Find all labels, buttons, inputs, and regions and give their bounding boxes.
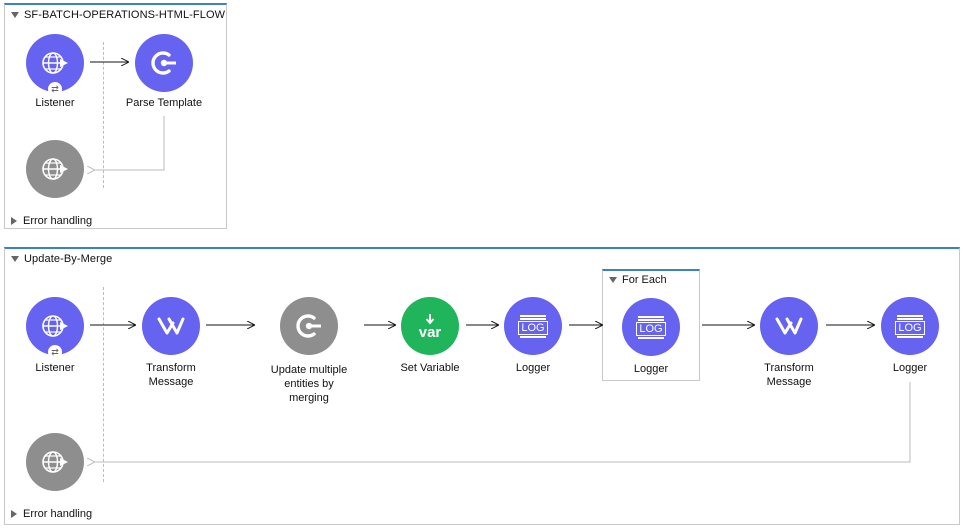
listener-label: Listener: [35, 362, 75, 374]
expand-triangle-icon[interactable]: [11, 217, 17, 225]
transform-message-node[interactable]: [142, 297, 200, 355]
parse-template-label: Parse Template: [125, 97, 203, 109]
log-icon-text: LOG: [518, 320, 548, 335]
return-line: [94, 382, 911, 462]
listener-response-node[interactable]: [26, 433, 84, 491]
update-multiple-label: Update multiple entities by merging: [270, 364, 348, 404]
log-icon: LOG: [518, 314, 548, 338]
refresh-badge-icon: ⇄: [48, 82, 62, 96]
flow-title[interactable]: Update-By-Merge: [11, 253, 112, 265]
flow-title[interactable]: SF-BATCH-OPERATIONS-HTML-FLOW: [11, 9, 225, 21]
source-divider: [103, 287, 104, 482]
log-icon-text: LOG: [895, 320, 925, 335]
error-handling-toggle[interactable]: Error handling: [11, 215, 92, 227]
var-icon: var: [418, 313, 442, 341]
globe-arrow-icon: [42, 52, 68, 74]
globe-arrow-icon: [42, 315, 68, 337]
flow-update-by-merge: Update-By-Merge Error handling: [4, 247, 960, 525]
log-icon: LOG: [636, 315, 666, 339]
update-multiple-node[interactable]: [280, 297, 338, 355]
logger-node[interactable]: LOG: [881, 297, 939, 355]
logger-label: Logger: [515, 362, 551, 374]
globe-arrow-icon: [42, 451, 68, 473]
transform-icon: [157, 317, 185, 335]
logger-label: Logger: [633, 363, 669, 375]
transform-message-label: Transform Message: [146, 362, 196, 388]
logger-node[interactable]: LOG: [504, 297, 562, 355]
connector-c-icon: [151, 51, 176, 75]
collapse-triangle-icon[interactable]: [11, 256, 19, 262]
collapse-triangle-icon[interactable]: [11, 12, 19, 18]
flow-title-text: Update-By-Merge: [24, 253, 113, 265]
error-handling-toggle[interactable]: Error handling: [11, 508, 92, 520]
parse-template-node[interactable]: [135, 34, 193, 92]
transform-icon: [775, 317, 803, 335]
var-icon-text: var: [418, 323, 442, 341]
connector-c-icon: [296, 314, 321, 338]
refresh-badge-icon: ⇄: [48, 345, 62, 359]
transform-message-label: Transform Message: [764, 362, 814, 388]
transform-message-node[interactable]: [760, 297, 818, 355]
set-variable-label: Set Variable: [400, 362, 460, 374]
logger-node[interactable]: LOG: [622, 298, 680, 356]
globe-arrow-icon: [42, 158, 68, 180]
flow-title-text: SF-BATCH-OPERATIONS-HTML-FLOW: [24, 9, 226, 21]
error-handling-label: Error handling: [23, 508, 93, 520]
logger-label: Logger: [892, 362, 928, 374]
expand-triangle-icon[interactable]: [11, 510, 17, 518]
listener-label: Listener: [35, 97, 75, 109]
return-line: [94, 116, 165, 170]
for-each-label: For Each: [622, 274, 667, 286]
listener-response-node[interactable]: [26, 140, 84, 198]
log-icon-text: LOG: [636, 321, 666, 336]
for-each-title: For Each: [609, 274, 667, 286]
log-icon: LOG: [895, 314, 925, 338]
source-divider: [103, 42, 104, 188]
error-handling-label: Error handling: [23, 215, 93, 227]
set-variable-node[interactable]: var: [401, 297, 459, 355]
collapse-triangle-icon[interactable]: [609, 277, 617, 283]
